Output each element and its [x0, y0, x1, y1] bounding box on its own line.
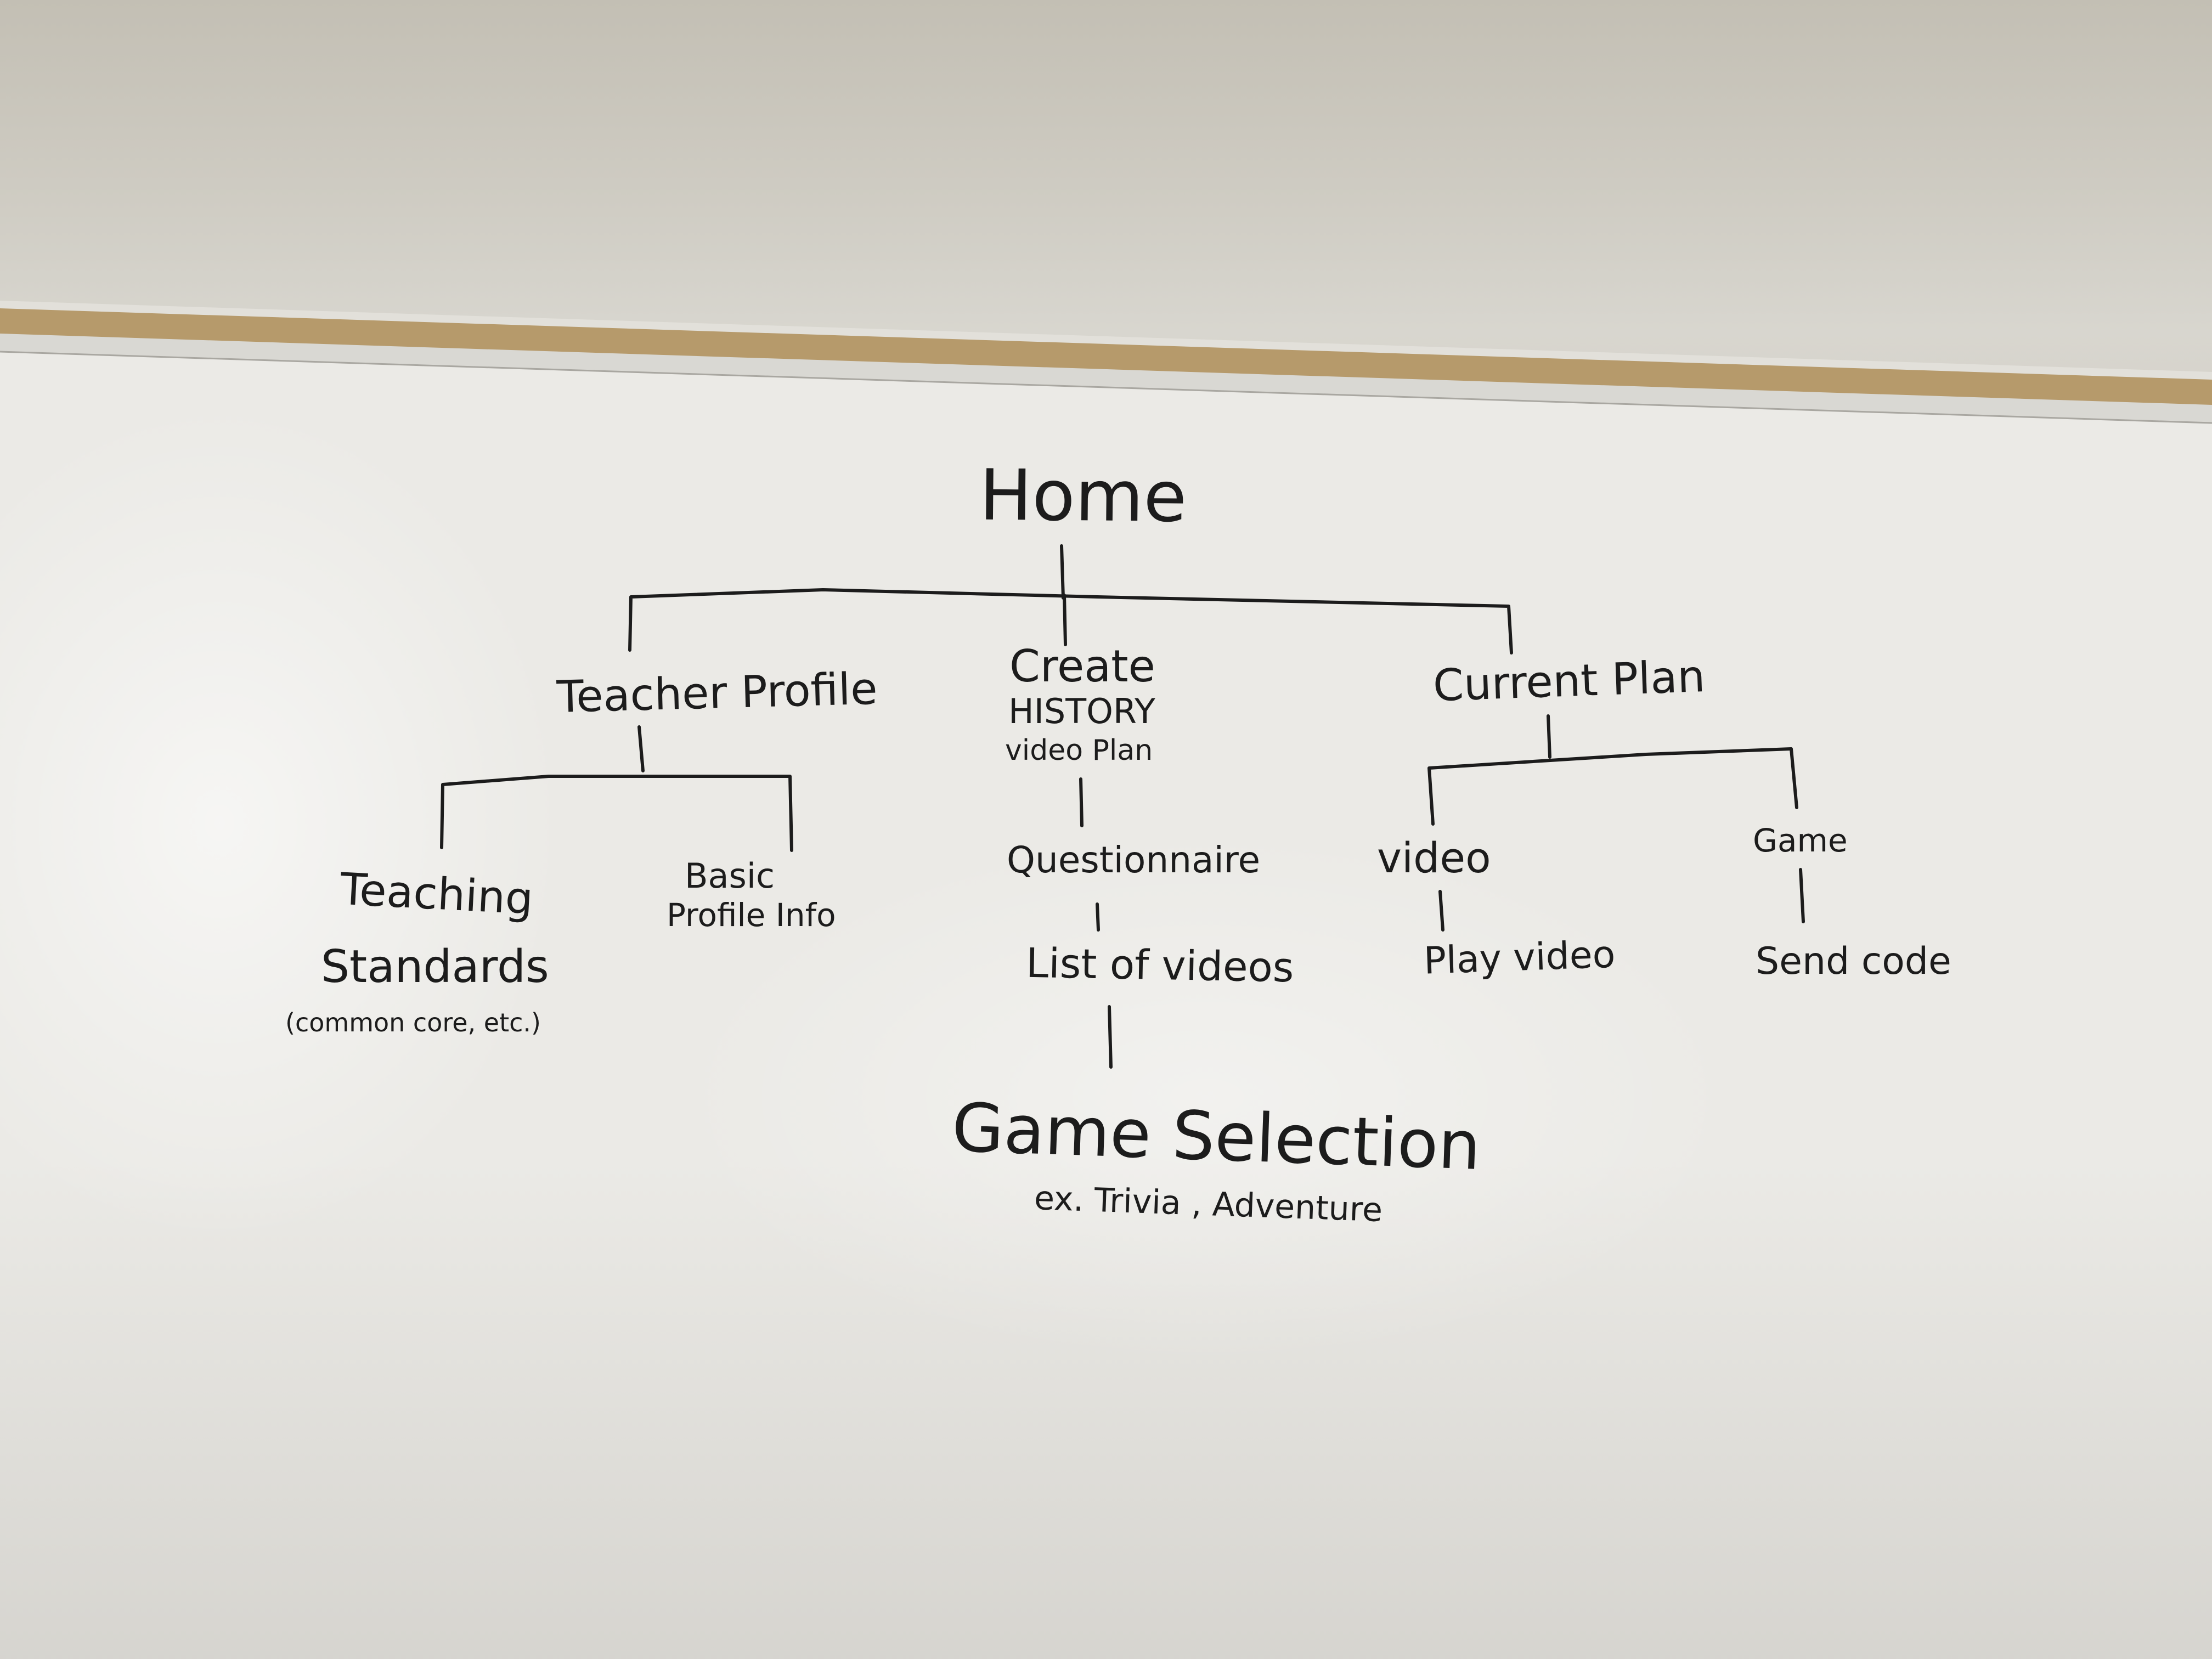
- connector-game-send: [1799, 868, 1805, 923]
- node-teaching-standards-line2: Standards: [321, 941, 549, 993]
- node-home: Home: [979, 455, 1187, 538]
- connector-create-questionnaire: [1079, 777, 1084, 827]
- node-questionnaire: Questionnaire: [1007, 839, 1260, 881]
- node-game-selection: Game Selection: [951, 1088, 1482, 1185]
- connector-video-play: [1438, 890, 1444, 932]
- node-create-line1: Create: [1009, 641, 1155, 692]
- connector-home-stem: [1060, 544, 1065, 600]
- node-game: Game: [1753, 822, 1848, 859]
- node-list-of-videos: List of videos: [1025, 940, 1294, 992]
- node-teaching-standards-note: (common core, etc.): [285, 1008, 541, 1037]
- node-teaching-standards-line1: Teaching: [338, 864, 534, 924]
- connector-teacher-bracket: [440, 775, 793, 852]
- connector-home-bracket: [628, 588, 1513, 654]
- connector-create-stem: [1063, 594, 1067, 646]
- connector-current-stem: [1547, 714, 1551, 759]
- node-game-selection-note: ex. Trivia , Adventure: [1034, 1179, 1383, 1229]
- connector-questionnaire-list: [1096, 902, 1100, 932]
- connector-current-bracket: [1427, 747, 1798, 826]
- node-current-plan: Current Plan: [1432, 651, 1706, 711]
- node-play-video: Play video: [1423, 933, 1616, 983]
- connector-list-game-selection: [1108, 1005, 1113, 1069]
- node-basic-profile-line1: Basic: [685, 856, 775, 896]
- connector-teacher-stem: [637, 725, 645, 772]
- node-send-code: Send code: [1756, 940, 1951, 983]
- node-create-line3: video Plan: [1005, 734, 1153, 767]
- node-teacher-profile: Teacher Profile: [556, 663, 878, 723]
- node-create-line2: HISTORY: [1008, 691, 1155, 731]
- node-basic-profile-line2: Profile Info: [667, 896, 836, 934]
- node-video: video: [1377, 833, 1491, 882]
